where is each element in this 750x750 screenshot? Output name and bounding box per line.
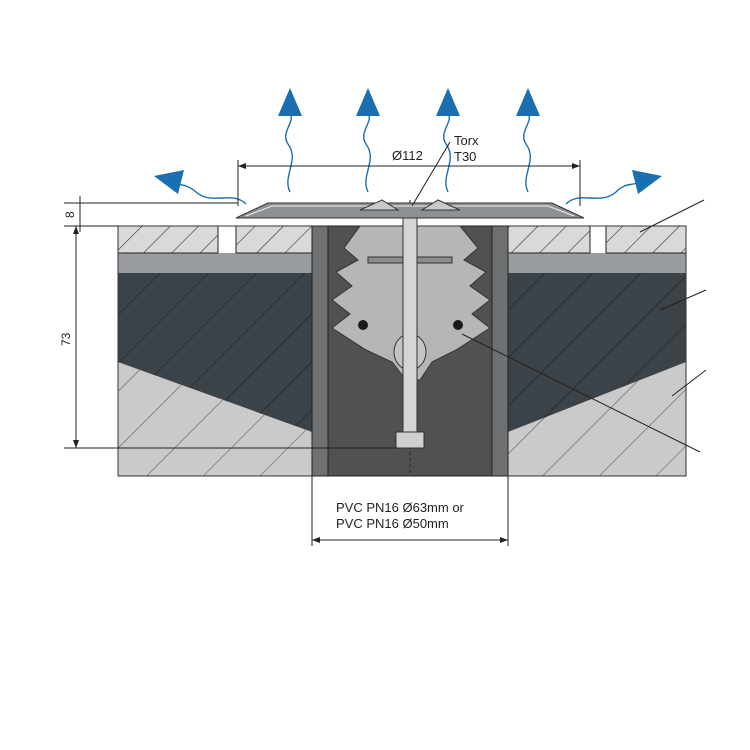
height-small-label: 8 (63, 211, 77, 218)
arrow-up-4-icon (516, 88, 540, 116)
vent-cap (235, 199, 585, 219)
diameter-label: Ø112 (392, 148, 423, 163)
height-large-label: 73 (59, 332, 73, 346)
pipe-spec-line-1: PVC PN16 Ø63mm or (336, 500, 465, 515)
arrow-left-icon (154, 170, 184, 194)
torx-size-label: T30 (454, 149, 476, 164)
torx-label: Torx (454, 133, 479, 148)
arrow-right-icon (632, 170, 662, 194)
floor-tile-layer (117, 225, 687, 254)
insulation-layer (118, 272, 686, 432)
dimension-lines (64, 141, 707, 546)
mortar-layer (118, 253, 686, 273)
arrow-up-1-icon (278, 88, 302, 116)
arrow-up-2-icon (356, 88, 380, 116)
pipe-spec-line-2: PVC PN16 Ø50mm (336, 516, 449, 531)
arrow-up-3-icon (436, 88, 460, 116)
arrowheads (154, 88, 662, 194)
vapour-arrows (169, 111, 641, 205)
